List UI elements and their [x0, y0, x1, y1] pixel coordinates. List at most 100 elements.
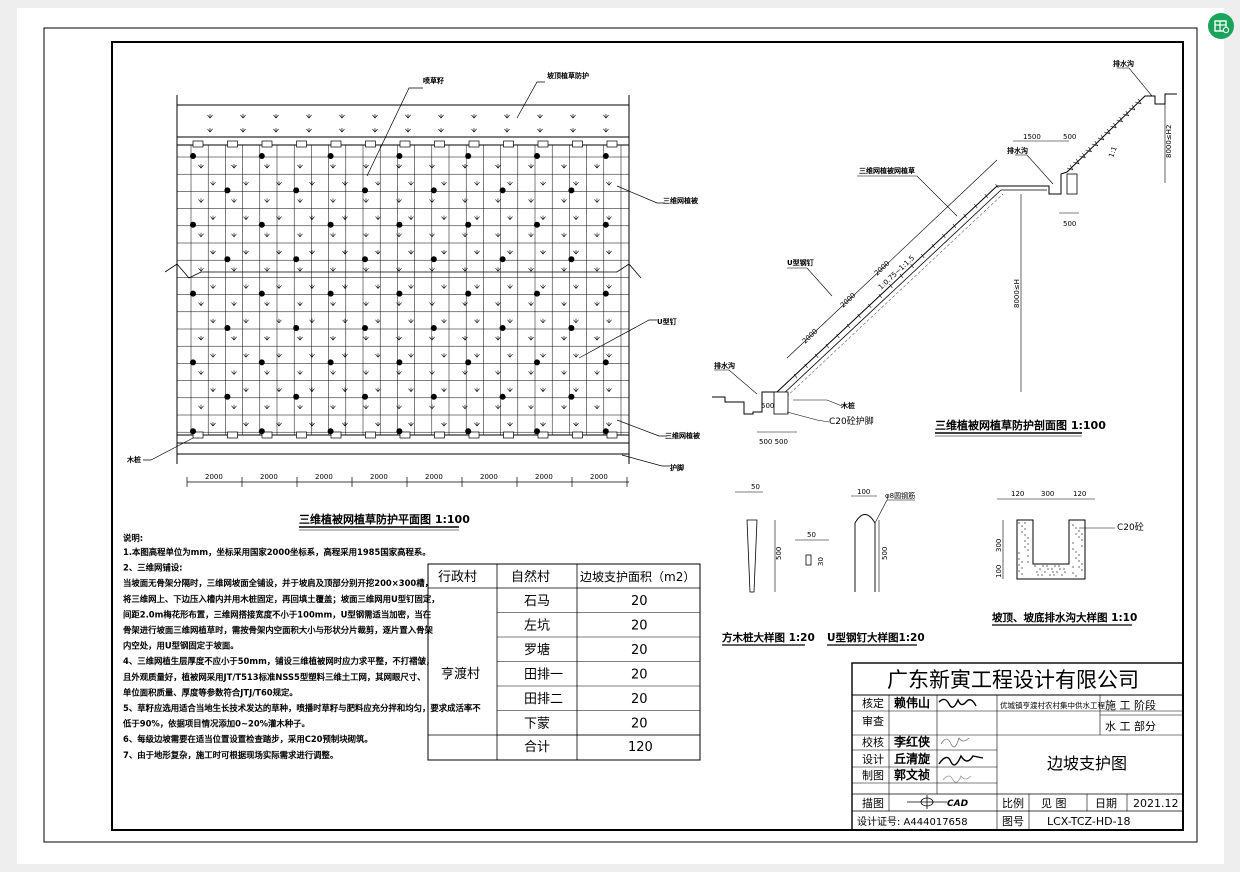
- grass-mark: [441, 422, 447, 427]
- section-nail-mark: [814, 353, 819, 359]
- anchor-bottom: [537, 431, 549, 439]
- pile-dim-h: 500: [775, 547, 783, 560]
- grass-mark: [561, 404, 567, 410]
- concrete-dot: [1075, 527, 1077, 529]
- concrete-dot: [1052, 571, 1054, 573]
- grass-mark: [573, 284, 579, 289]
- qty-header-village: 自然村: [511, 569, 550, 585]
- grass-mark: [243, 318, 249, 324]
- grass-mark: [243, 250, 249, 255]
- dept-label: 水 工 部分: [1105, 719, 1156, 733]
- concrete-dot: [1075, 557, 1077, 559]
- grass-mark: [573, 387, 579, 393]
- concrete-dot: [1018, 552, 1020, 554]
- grass-mark: [273, 128, 279, 133]
- concrete-dot: [1081, 563, 1083, 565]
- grass-mark: [396, 370, 402, 375]
- grass-mark: [375, 422, 381, 427]
- concrete-dot: [1075, 551, 1077, 553]
- grass-mark: [528, 301, 534, 307]
- drawing-name: 边坡支护图: [1047, 754, 1127, 773]
- table-tool-icon: [1214, 20, 1229, 34]
- grass-mark: [330, 404, 336, 410]
- u-nail-dot: [293, 256, 300, 263]
- concrete-dot: [1018, 564, 1020, 566]
- note-line: 1.本图高程单位为mm，坐标采用国家2000坐标系，高程采用1985国家高程系。: [123, 547, 431, 557]
- concrete-dot: [1021, 567, 1023, 569]
- u-nail-dot: [396, 153, 403, 159]
- concrete-dot: [1081, 539, 1083, 541]
- grass-mark: [276, 318, 282, 324]
- grass-mark: [363, 404, 369, 410]
- grass-mark: [276, 353, 282, 358]
- u-nail-dot: [190, 221, 196, 228]
- signature-4: [942, 775, 972, 783]
- grass-mark: [375, 215, 381, 221]
- grass-mark: [462, 267, 468, 272]
- concrete-dot: [1021, 573, 1023, 575]
- dim-500-500: 500 500: [759, 438, 788, 446]
- grass-mark: [561, 301, 567, 307]
- concrete-dot: [1034, 565, 1036, 567]
- u-nail-dot: [465, 221, 472, 228]
- u-nail-dot: [602, 290, 609, 297]
- grass-mark: [507, 318, 513, 324]
- ditch-dim-h2: 100: [995, 565, 1003, 578]
- concrete-dot: [1047, 568, 1049, 570]
- u-nail-dot: [224, 187, 231, 194]
- section-nail-mark: [984, 193, 989, 199]
- grass-mark: [507, 353, 513, 358]
- grass-mark: [495, 232, 501, 238]
- label-drain-top: 排水沟: [1113, 59, 1134, 68]
- grass-mark: [561, 267, 567, 272]
- plan-dim-label: 2000: [425, 473, 443, 481]
- section-nail-mark: [995, 183, 999, 189]
- concrete-dot: [1081, 545, 1083, 547]
- section-nail-mark: [963, 213, 967, 219]
- grass-mark: [462, 164, 468, 169]
- section-nail-mark: [899, 273, 904, 279]
- grass-mark: [363, 370, 369, 375]
- table-tool-button[interactable]: [1208, 13, 1234, 39]
- u-nail-dot: [327, 290, 334, 297]
- grass-mark: [504, 128, 510, 133]
- u-nail-dot: [327, 153, 334, 159]
- concrete-dot: [1072, 524, 1074, 526]
- grass-mark: [363, 267, 369, 272]
- grass-mark: [507, 387, 513, 393]
- grass-mark: [594, 404, 600, 410]
- u-nail-dot: [190, 153, 196, 159]
- pile-dim-s2: 30: [817, 557, 825, 566]
- qty-total-value: 120: [628, 740, 653, 755]
- u-nail-dot: [499, 187, 506, 194]
- anchor-top: [606, 140, 618, 148]
- grass-mark: [528, 198, 534, 203]
- grass-mark: [342, 318, 348, 324]
- grass-mark: [405, 128, 411, 133]
- grass-mark: [297, 404, 303, 410]
- project-name: 优城镇亨渡村农村集中供水工程: [1000, 700, 1105, 710]
- role-name: 李红侠: [893, 734, 931, 749]
- u-nail-dot: [327, 221, 334, 228]
- anchor-bottom: [503, 431, 514, 439]
- concrete-dot: [1063, 568, 1065, 570]
- dim-500-c: 500: [761, 402, 774, 410]
- signature-3: [938, 754, 984, 766]
- grass-mark: [594, 301, 600, 307]
- grass-mark: [330, 336, 336, 341]
- grass-mark: [231, 404, 237, 410]
- plan-dim-label: 2000: [480, 473, 498, 481]
- anchor-bottom: [434, 431, 445, 439]
- grass-mark: [462, 301, 468, 307]
- grass-mark: [594, 267, 600, 272]
- concrete-dot: [1081, 533, 1083, 535]
- grass-mark: [198, 336, 204, 341]
- role-label: 审查: [862, 714, 884, 728]
- grass-mark: [207, 128, 213, 133]
- qty-header-area: 边坡支护面积（m2）: [580, 570, 695, 584]
- anchor-bottom: [296, 431, 307, 439]
- concrete-dot: [1072, 548, 1074, 550]
- anchor-bottom: [261, 431, 273, 439]
- grass-mark: [537, 114, 543, 119]
- grass-mark: [573, 215, 579, 221]
